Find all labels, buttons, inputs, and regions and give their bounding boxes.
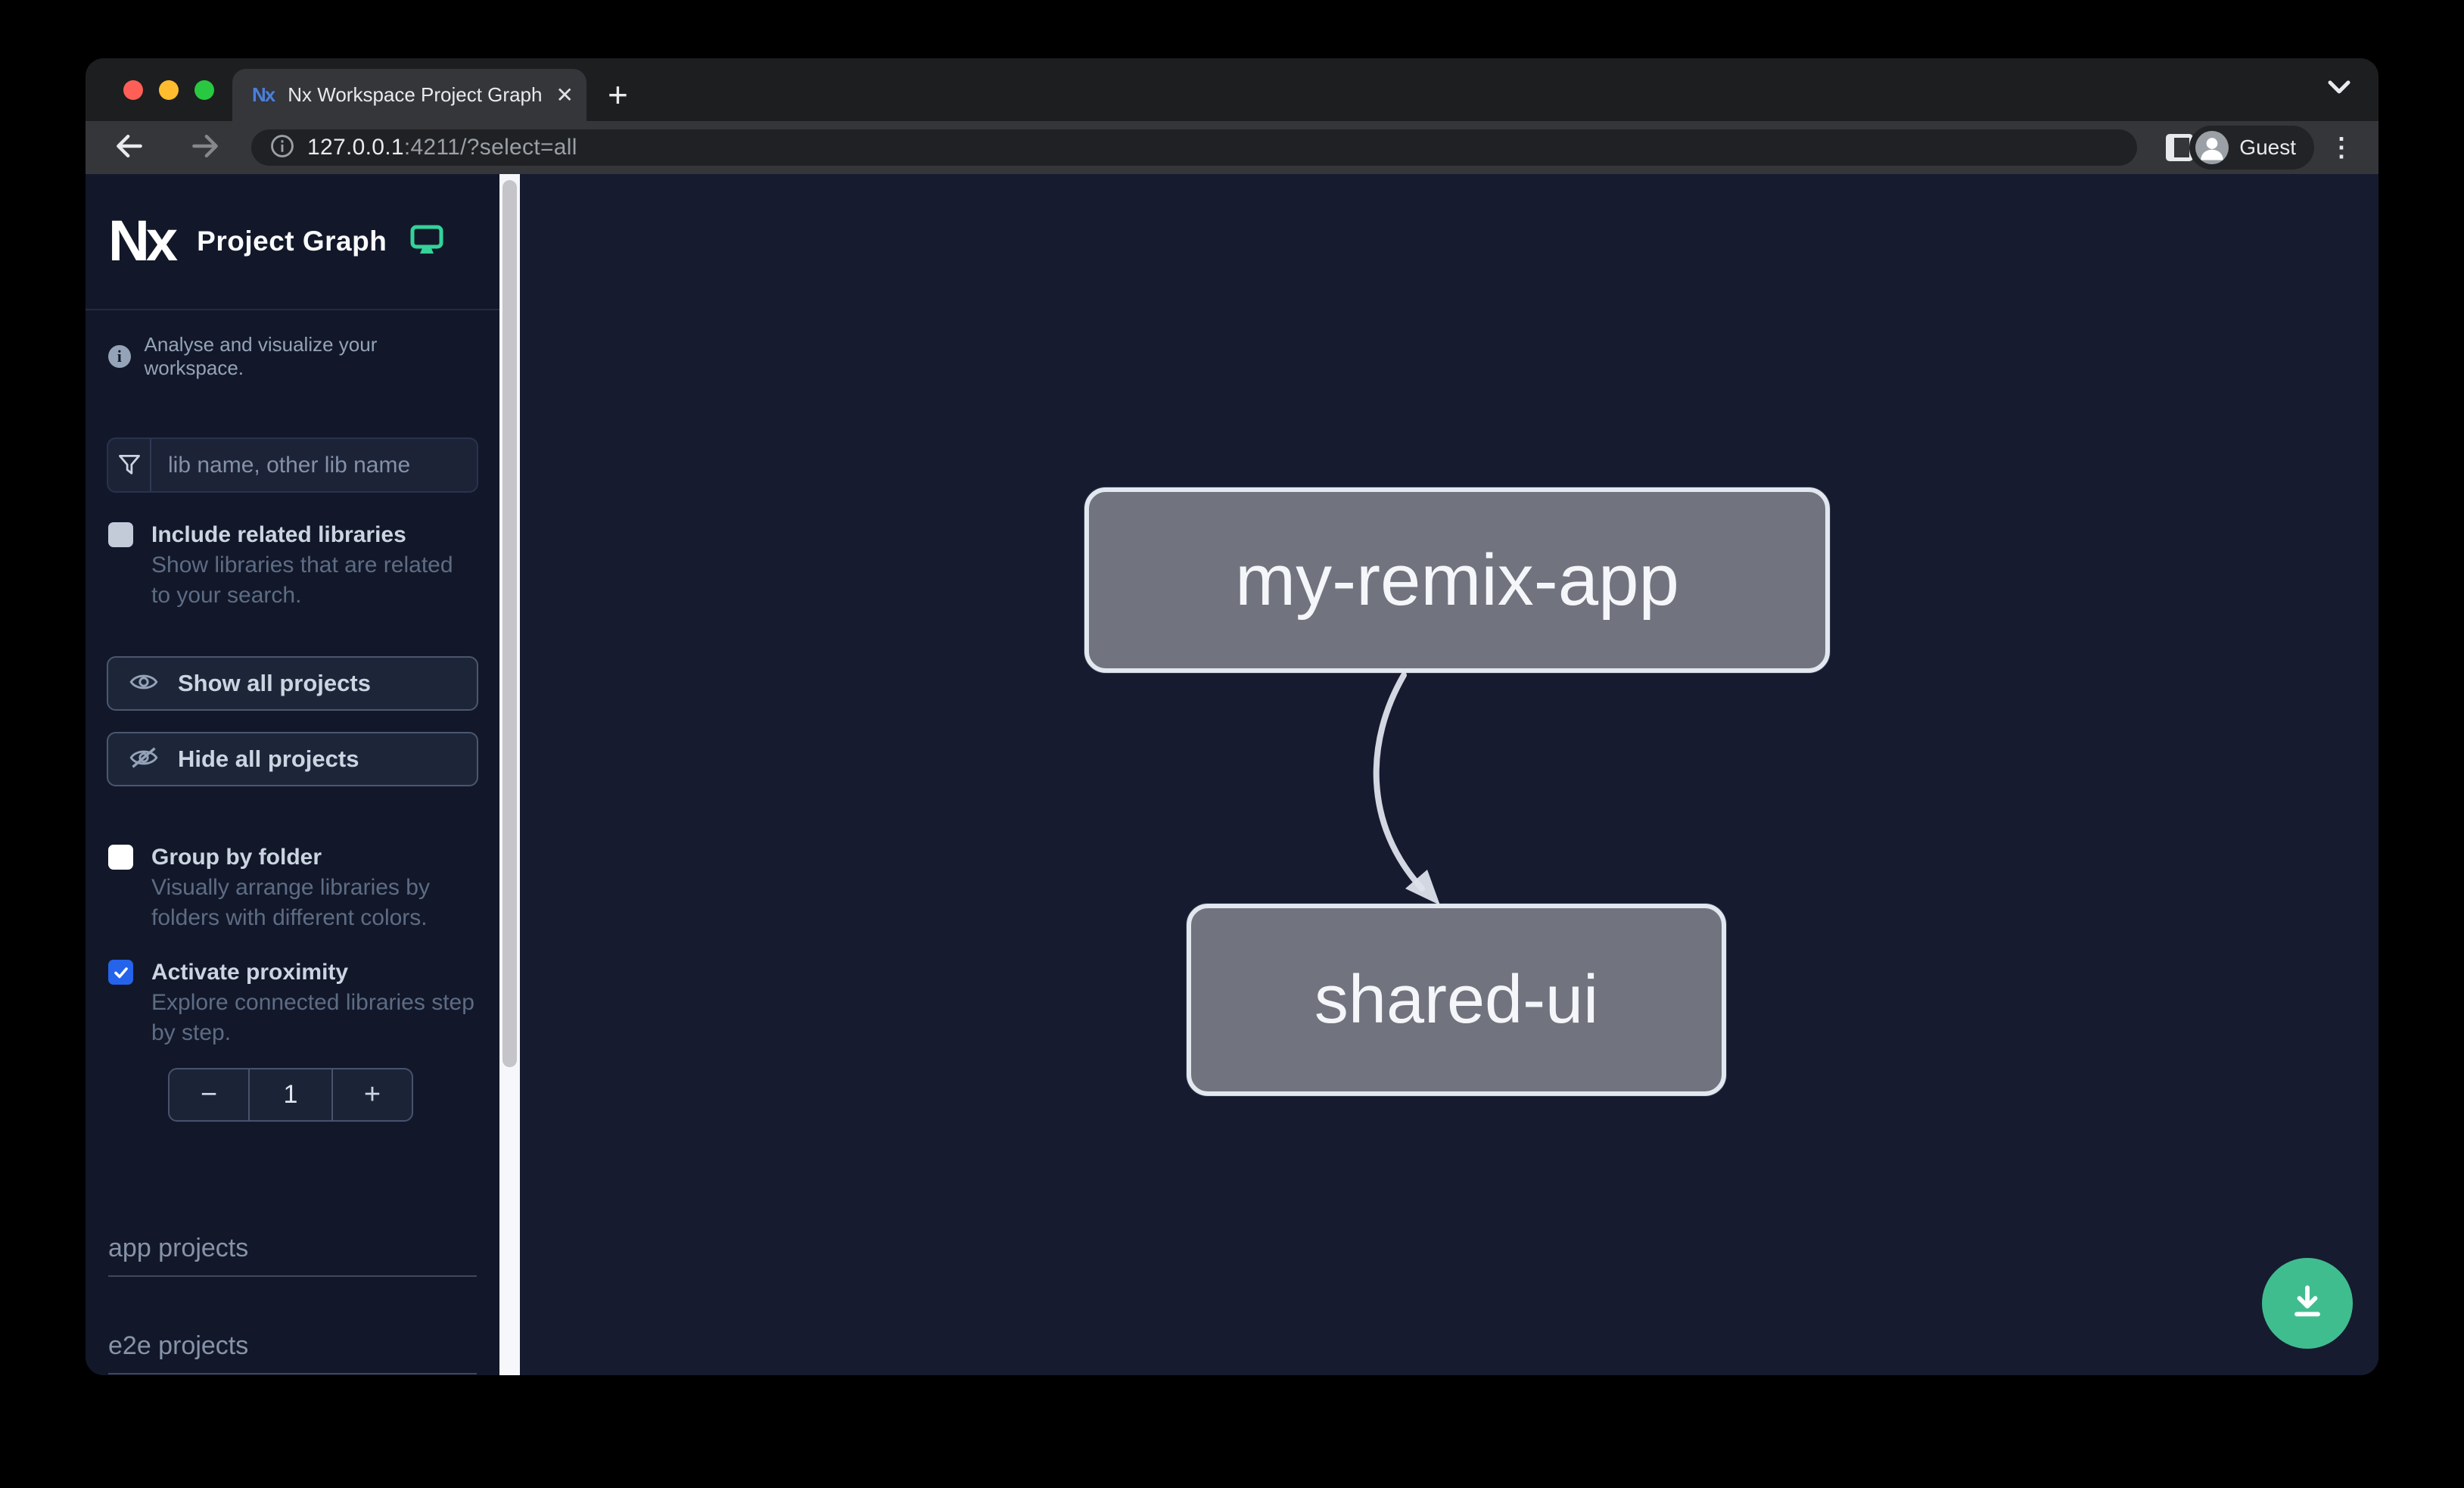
hide-all-projects-button[interactable]: Hide all projects <box>107 732 478 786</box>
option-label: Activate proximity <box>151 960 349 985</box>
info-icon: i <box>108 345 131 368</box>
scrollbar-thumb[interactable] <box>502 180 517 1067</box>
section-label: e2e projects <box>108 1331 249 1360</box>
graph-canvas[interactable]: my-remix-app shared-ui <box>520 174 2378 1375</box>
checkbox-include-related[interactable] <box>108 522 133 547</box>
sidebar-header: Nx Project Graph <box>86 174 499 310</box>
minimize-window-button[interactable] <box>159 80 179 100</box>
monitor-icon[interactable] <box>409 224 444 260</box>
download-graph-button[interactable] <box>2262 1258 2353 1349</box>
new-tab-button[interactable]: + <box>608 75 628 114</box>
avatar-icon <box>2195 131 2229 164</box>
graph-node-my-remix-app[interactable]: my-remix-app <box>1084 487 1830 673</box>
back-button[interactable] <box>113 129 146 167</box>
url-text: 127.0.0.1:4211/?select=all <box>307 135 577 160</box>
checkbox-group-by-folder[interactable] <box>108 845 133 870</box>
section-e2e-projects[interactable]: e2e projects <box>108 1331 477 1374</box>
decrement-button[interactable]: − <box>200 1079 218 1110</box>
page-title: Project Graph <box>197 226 387 257</box>
filter-input[interactable] <box>151 439 477 491</box>
section-app-projects[interactable]: app projects <box>108 1234 477 1277</box>
option-description: Show libraries that are related to your … <box>151 553 453 608</box>
filter-box <box>107 437 478 493</box>
browser-menu-icon[interactable]: ⋮ <box>2329 133 2354 162</box>
nx-logo: Nx <box>108 209 178 273</box>
tab-title: Nx Workspace Project Graph <box>288 83 543 106</box>
tab-list-chevron-icon[interactable] <box>2326 78 2353 100</box>
close-window-button[interactable] <box>123 80 143 100</box>
download-icon <box>2286 1281 2329 1327</box>
tagline-text: Analyse and visualize your workspace. <box>144 333 378 379</box>
option-group-by-folder[interactable]: Group by folder Visually arrange librari… <box>86 842 499 933</box>
tab-close-icon[interactable]: ✕ <box>555 82 574 107</box>
show-all-projects-button[interactable]: Show all projects <box>107 656 478 711</box>
active-tab[interactable]: Nx Nx Workspace Project Graph ✕ <box>232 69 586 121</box>
option-label: Include related libraries <box>151 522 406 547</box>
increment-button[interactable]: + <box>363 1079 381 1110</box>
option-include-related-libraries[interactable]: Include related libraries Show libraries… <box>86 520 499 611</box>
forward-button[interactable] <box>188 129 222 167</box>
browser-toolbar: 127.0.0.1:4211/?select=all Guest ⋮ <box>86 121 2378 174</box>
profile-button[interactable]: Guest <box>2189 126 2314 170</box>
eye-icon <box>129 671 158 697</box>
stepper-value: 1 <box>248 1069 333 1120</box>
option-description: Explore connected libraries step by step… <box>151 990 474 1045</box>
site-info-icon[interactable] <box>269 133 295 163</box>
browser-window: Nx Nx Workspace Project Graph ✕ + 127.0 <box>86 58 2378 1375</box>
funnel-icon <box>108 439 151 491</box>
proximity-stepper: − 1 + <box>168 1068 413 1122</box>
window-controls[interactable] <box>123 80 214 100</box>
url-host: 127.0.0.1 <box>307 135 404 160</box>
option-activate-proximity[interactable]: Activate proximity Explore connected lib… <box>86 957 499 1048</box>
tagline-row: i Analyse and visualize your workspace. <box>108 333 477 380</box>
nx-favicon-icon: Nx <box>252 83 275 106</box>
browser-tab-bar: Nx Nx Workspace Project Graph ✕ + <box>86 58 2378 121</box>
profile-label: Guest <box>2239 135 2296 159</box>
option-description: Visually arrange libraries by folders wi… <box>151 875 430 930</box>
eye-off-icon <box>129 746 158 773</box>
checkbox-activate-proximity[interactable] <box>108 960 133 985</box>
option-label: Group by folder <box>151 845 322 870</box>
graph-node-shared-ui[interactable]: shared-ui <box>1187 904 1726 1096</box>
address-bar[interactable]: 127.0.0.1:4211/?select=all <box>251 129 2137 166</box>
button-label: Show all projects <box>178 670 371 696</box>
button-label: Hide all projects <box>178 746 359 772</box>
url-path: :4211/?select=all <box>403 135 577 160</box>
sidebar: Nx Project Graph i Analyse and visualize… <box>86 174 499 1375</box>
dependency-edge <box>1373 672 1440 905</box>
zoom-window-button[interactable] <box>194 80 214 100</box>
page-content: Nx Project Graph i Analyse and visualize… <box>86 174 2378 1375</box>
section-label: app projects <box>108 1234 249 1262</box>
sidebar-scrollbar[interactable] <box>499 174 520 1375</box>
